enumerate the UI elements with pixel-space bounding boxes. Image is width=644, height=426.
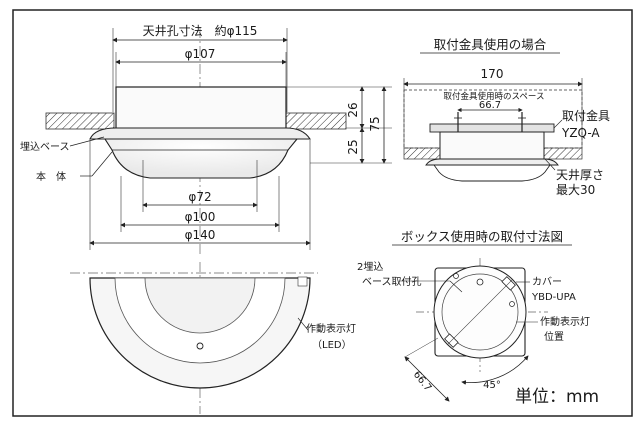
label-body: 本 体 [36,170,66,183]
led-label: （LED） [312,339,352,351]
space-label: 取付金具使用時のスペース [444,91,545,102]
cover-model: YBD-UPA [531,292,576,303]
label-embedded-base: 埋込ベース [20,141,70,153]
bracket-view: 取付金具使用の場合 170 取付金具使用時のスペース 66.7 取付金具 YZQ… [403,37,610,197]
led-indicator [196,342,204,350]
dim-75: 75 [368,116,382,131]
ceiling-slab-right [285,112,347,130]
detector-body [103,138,299,179]
indicator-pos-label-2: 位置 [544,330,564,343]
drawing-border [12,9,633,417]
mounting-bracket [429,123,555,133]
dim-25: 25 [346,139,360,154]
indicator-pos-label: 作動表示灯 [540,315,590,328]
dim-170: 170 [481,67,504,81]
holes-label-2: ベース取付孔 [362,275,422,288]
bracket-view-title: 取付金具使用の場合 [434,37,547,52]
bracket-label: 取付金具 [562,108,610,123]
unit-label: 単位：mm [515,387,599,407]
body-flange [89,127,312,140]
dim-140: φ140 [185,228,216,242]
dim-72: φ72 [188,190,211,204]
ceiling-slab-left [45,112,115,130]
bracket-dim-66-7: 66.7 [479,100,501,111]
box-dim-45: 45° [483,380,501,391]
holes-label-1: 2埋込 [357,261,383,273]
box-view-title: ボックス使用時の取付寸法図 [401,229,563,244]
ceiling-thickness-label: 天井厚さ [556,168,604,182]
main-side-view: 天井孔寸法 約φ115 φ107 26 25 75 埋込ベース 本 体 φ72 … [20,23,392,255]
box-view: ボックス使用時の取付寸法図 66.7 45° 2埋込 ベース取付孔 [357,229,590,402]
ceiling-hole-label: 天井孔寸法 約φ115 [143,23,258,38]
ceiling-thickness-max: 最大30 [556,183,595,197]
bracket-detector-body [433,164,551,182]
cover-label: カバー [532,276,562,288]
bracket-model: YZQ-A [561,126,600,140]
box-dim-66-7: 66.7 [411,369,433,393]
indicator-label: 作動表示灯 [306,322,356,335]
dim-26: 26 [346,102,360,117]
embedded-base [115,86,287,130]
bottom-view: 作動表示灯 （LED） [70,262,356,414]
dim-100: φ100 [185,210,216,224]
dim-107: φ107 [185,47,216,61]
